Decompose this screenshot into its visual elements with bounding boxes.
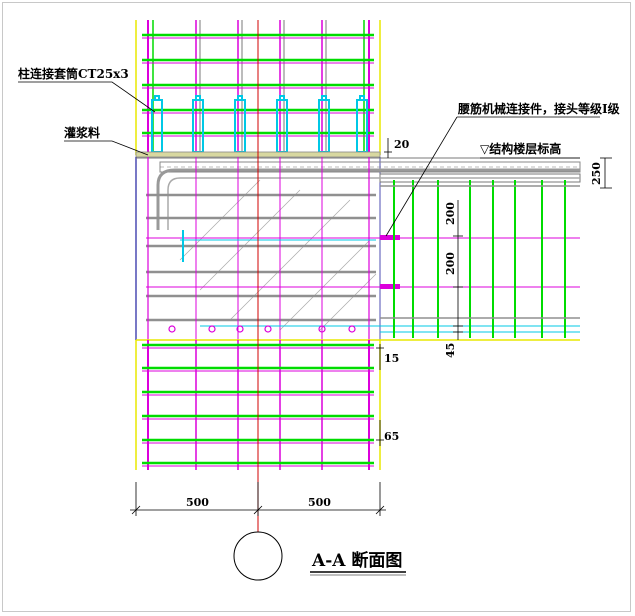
drawing-title: A-A 断面图 <box>311 550 402 571</box>
label-column-sleeve: 柱连接套筒CT25x3 <box>18 66 129 81</box>
label-beam-connector: 腰筋机械连接件，接头等级I级 <box>457 101 620 116</box>
dim-20: 20 <box>394 138 410 151</box>
dim-45: 45 <box>444 343 457 358</box>
dim-200b: 200 <box>444 252 457 275</box>
dim-15: 15 <box>384 352 399 365</box>
label-grout: 灌浆料 <box>63 125 100 140</box>
beam-column-joint <box>135 157 581 341</box>
axis-bubble <box>233 531 283 581</box>
lower-column <box>135 20 381 535</box>
dim-65: 65 <box>384 430 399 443</box>
dim-500-right: 500 <box>308 496 331 509</box>
dimensions <box>130 138 612 516</box>
dim-500-left: 500 <box>186 496 209 509</box>
leaders <box>18 81 600 237</box>
label-floor-level: ▽结构楼层标高 <box>480 141 561 156</box>
dim-200a: 200 <box>444 202 457 225</box>
dim-250: 250 <box>590 162 603 185</box>
